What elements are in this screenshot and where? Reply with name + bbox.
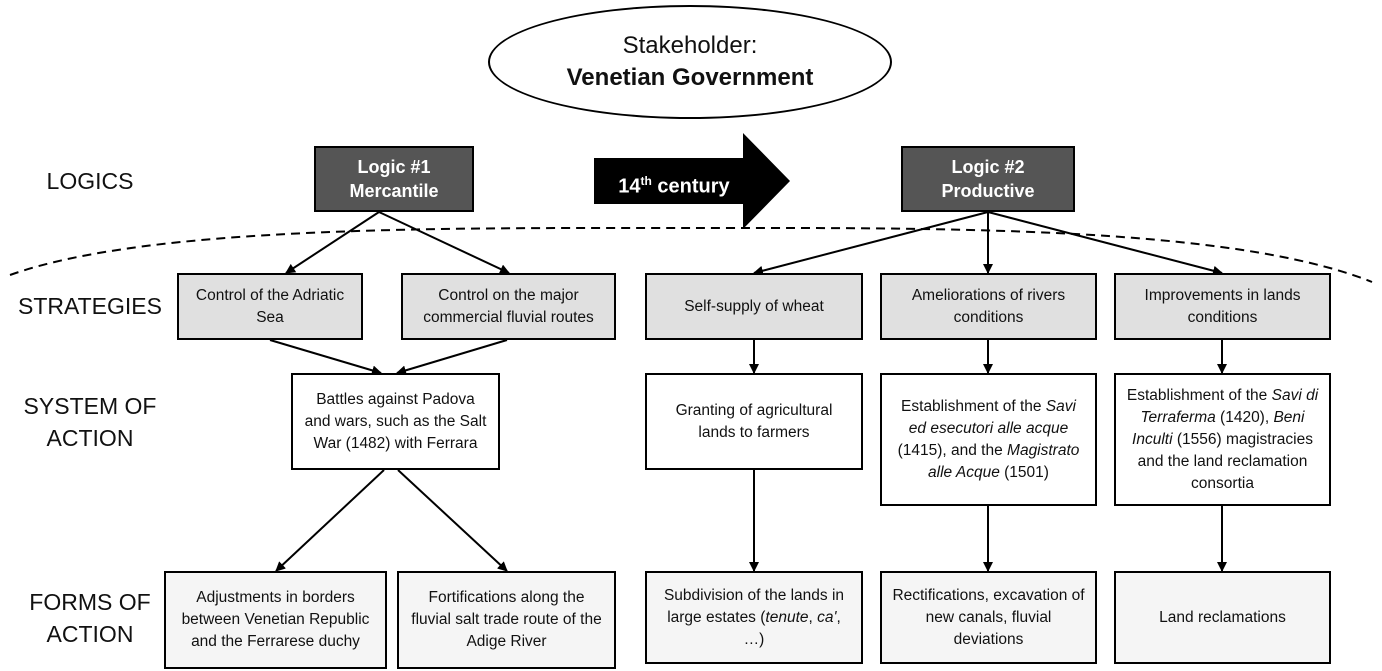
- form-text: Fortifications along the fluvial salt tr…: [411, 589, 602, 650]
- form-text: Subdivision of the lands in large estate…: [657, 585, 851, 651]
- text-italic: Beni Inculti: [1132, 408, 1305, 448]
- row-label-strategies: STRATEGIES: [18, 293, 162, 319]
- text-part: (1501): [999, 463, 1049, 481]
- transition-arrow: [594, 133, 790, 229]
- logic-2-box: Logic #2 Productive: [901, 146, 1075, 212]
- connector: [378, 211, 510, 274]
- form-fortifications: Fortifications along the fluvial salt tr…: [397, 571, 616, 669]
- connector: [275, 469, 385, 572]
- text-italic: Savi di Terraferma: [1140, 386, 1319, 426]
- strategy-fluvial-routes: Control on the major commercial fluvial …: [401, 273, 616, 340]
- form-text: Rectifications, excavation of new canals…: [892, 586, 1085, 648]
- text-italic: ca': [817, 608, 837, 626]
- row-label-logics: LOGICS: [46, 168, 134, 194]
- action-text: Establishment of the Savi ed esecutori a…: [892, 396, 1085, 484]
- action-savi-acque: Establishment of the Savi ed esecutori a…: [880, 373, 1097, 506]
- dashed-separator: [9, 226, 1373, 283]
- stakeholder-oval: Stakeholder: Venetian Government: [488, 5, 892, 119]
- text-part: , …): [743, 608, 841, 648]
- row-label-system-of-action: SYSTEM OF ACTION: [23, 393, 157, 451]
- strategy-text: Ameliorations of rivers conditions: [911, 286, 1066, 326]
- text-part: Subdivision of the lands in large estate…: [663, 586, 845, 626]
- connector: [753, 211, 989, 276]
- form-subdivision: Subdivision of the lands in large estate…: [645, 571, 863, 664]
- logic-1-title: Mercantile: [349, 181, 439, 201]
- strategy-text: Improvements in lands conditions: [1144, 286, 1301, 326]
- text-italic: tenute: [765, 608, 809, 626]
- strategy-text: Control on the major commercial fluvial …: [423, 286, 594, 326]
- stakeholder-label: Stakeholder:: [622, 32, 758, 59]
- logic-2-number: Logic #2: [951, 157, 1025, 177]
- century-number: 14: [618, 175, 641, 198]
- strategy-rivers: Ameliorations of rivers conditions: [880, 273, 1097, 340]
- text-italic: Savi ed esecutori alle acque: [908, 397, 1076, 437]
- form-border-adjustments: Adjustments in borders between Venetian …: [164, 571, 387, 669]
- text-italic: Magistrato alle Acque: [928, 441, 1080, 481]
- text-part: Establishment of the: [901, 397, 1046, 415]
- transition-label: 14th century: [594, 161, 754, 207]
- logic-1-box: Logic #1 Mercantile: [314, 146, 474, 212]
- stakeholder-name: Venetian Government: [566, 64, 814, 91]
- action-battles: Battles against Padova and wars, such as…: [291, 373, 500, 470]
- connector: [269, 339, 382, 376]
- form-text: Land reclamations: [1159, 608, 1286, 626]
- strategy-adriatic-sea: Control of the Adriatic Sea: [177, 273, 363, 340]
- connector: [396, 339, 508, 376]
- text-part: Establishment of the: [1126, 386, 1272, 404]
- strategy-text: Control of the Adriatic Sea: [195, 286, 345, 326]
- action-text: Granting of agricultural lands to farmer…: [675, 401, 833, 441]
- action-granting-lands: Granting of agricultural lands to farmer…: [645, 373, 863, 470]
- strategy-wheat: Self-supply of wheat: [645, 273, 863, 340]
- action-text: Battles against Padova and wars, such as…: [304, 390, 487, 452]
- row-label-forms-of-action: FORMS OF ACTION: [29, 589, 151, 647]
- text-part: (1556) magistracies and the land reclama…: [1137, 430, 1313, 492]
- strategy-text: Self-supply of wheat: [684, 297, 824, 315]
- action-text: Establishment of the Savi di Terraferma …: [1126, 385, 1319, 495]
- connector: [987, 211, 1223, 276]
- logic-1-number: Logic #1: [357, 157, 431, 177]
- text-part: ,: [808, 608, 818, 626]
- logic-2-title: Productive: [941, 181, 1035, 201]
- form-land-reclamations: Land reclamations: [1114, 571, 1331, 664]
- century-suffix: th: [640, 174, 652, 188]
- action-savi-terraferma: Establishment of the Savi di Terraferma …: [1114, 373, 1331, 506]
- form-rectifications: Rectifications, excavation of new canals…: [880, 571, 1097, 664]
- century-word: century: [651, 175, 730, 198]
- connector: [285, 211, 380, 274]
- text-part: (1420),: [1215, 408, 1274, 426]
- strategy-lands: Improvements in lands conditions: [1114, 273, 1331, 340]
- connector: [397, 469, 508, 572]
- text-part: (1415), and the: [897, 441, 1008, 459]
- form-text: Adjustments in borders between Venetian …: [181, 589, 370, 650]
